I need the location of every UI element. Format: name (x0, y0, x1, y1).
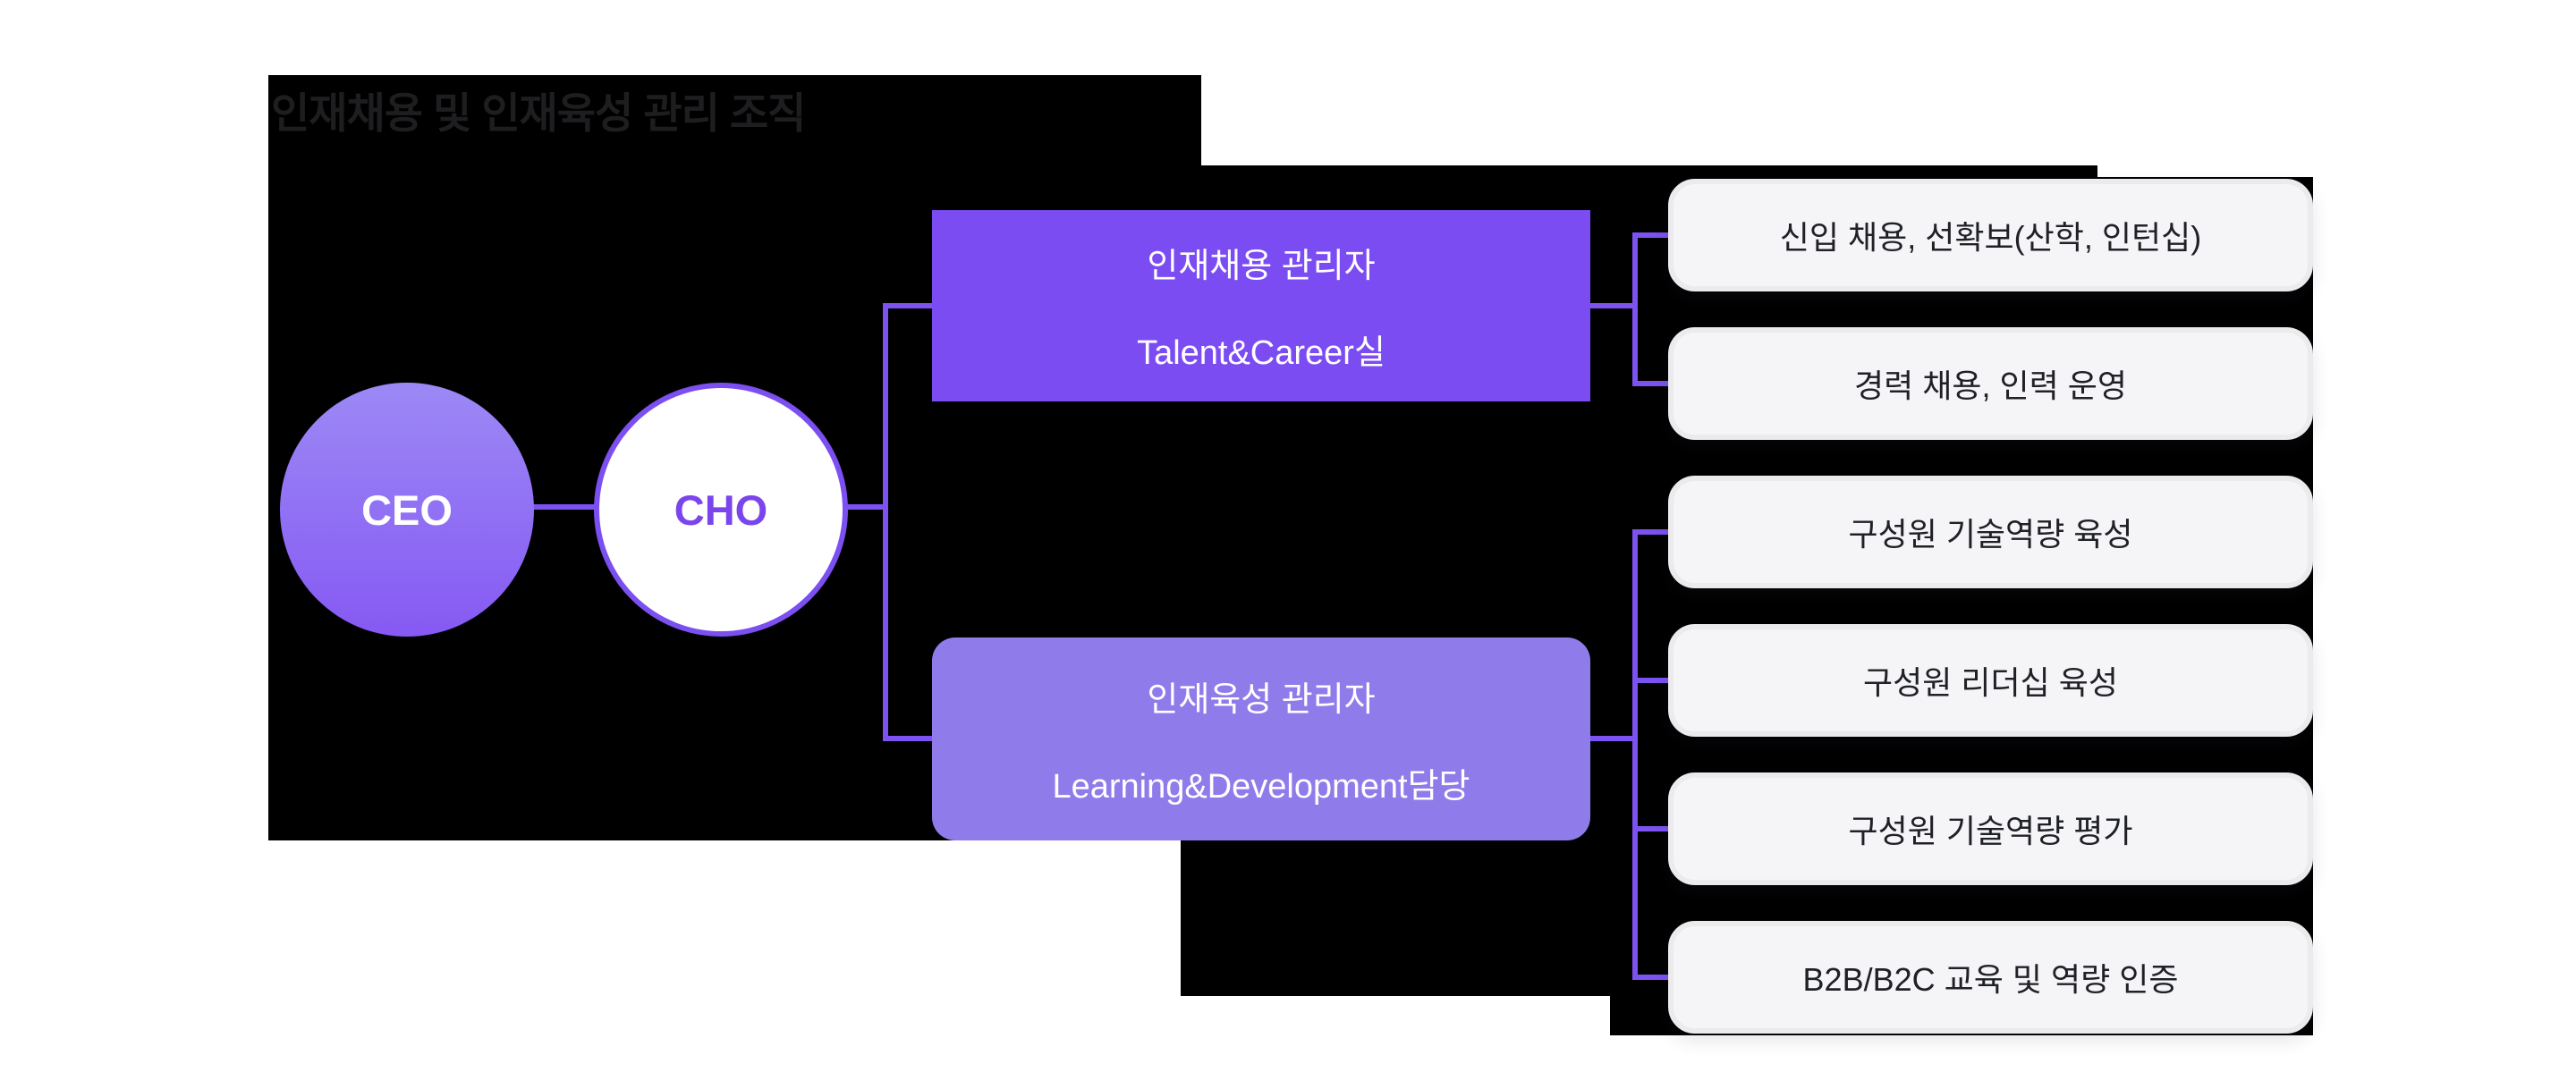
task-box-recruiting-0: 신입 채용, 선확보(산학, 인턴십) (1668, 179, 2313, 291)
task-label: B2B/B2C 교육 및 역량 인증 (1802, 961, 2179, 998)
connector-stub-task-d0 (1632, 529, 1672, 535)
task-box-development-3: B2B/B2C 교육 및 역량 인증 (1668, 921, 2313, 1034)
connector-ceo-cho (532, 504, 599, 510)
task-label: 경력 채용, 인력 운영 (1854, 367, 2127, 404)
connector-cho-trunk (844, 504, 888, 510)
ceo-label: CEO (361, 485, 453, 534)
manager-recruiting-subtitle: Talent&Career실 (1137, 334, 1385, 372)
task-label: 신입 채용, 선확보(산학, 인턴십) (1779, 219, 2202, 256)
cho-node: CHO (594, 383, 848, 637)
manager-development-subtitle: Learning&Development담당 (1052, 767, 1470, 806)
connector-to-recruiting-box (886, 303, 936, 308)
page-title: 인재채용 및 인재육성 관리 조직 (271, 89, 806, 137)
connector-development-out (1586, 736, 1636, 741)
connector-recruiting-branch-vertical (1632, 232, 1638, 386)
task-label: 구성원 기술역량 육성 (1848, 516, 2133, 553)
connector-recruiting-out (1586, 303, 1636, 308)
task-box-development-1: 구성원 리더십 육성 (1668, 624, 2313, 737)
backdrop-panel-tasks (1610, 177, 2313, 1035)
manager-box-recruiting: 인재채용 관리자 Talent&Career실 (932, 210, 1590, 401)
connector-trunk-vertical (883, 303, 888, 741)
task-label: 구성원 기술역량 평가 (1848, 813, 2133, 849)
task-box-development-2: 구성원 기술역량 평가 (1668, 772, 2313, 885)
connector-development-branch-vertical (1632, 529, 1638, 980)
connector-stub-task-d1 (1632, 678, 1672, 683)
connector-stub-task-d2 (1632, 826, 1672, 832)
task-label: 구성원 리더십 육성 (1863, 664, 2118, 701)
connector-stub-task-r0 (1632, 232, 1672, 238)
manager-box-development: 인재육성 관리자 Learning&Development담당 (932, 637, 1590, 840)
task-box-recruiting-1: 경력 채용, 인력 운영 (1668, 327, 2313, 440)
manager-recruiting-title: 인재채용 관리자 (1147, 248, 1376, 285)
task-box-development-0: 구성원 기술역량 육성 (1668, 476, 2313, 588)
connector-stub-task-d3 (1632, 975, 1672, 980)
connector-stub-task-r1 (1632, 381, 1672, 386)
manager-development-title: 인재육성 관리자 (1147, 680, 1376, 719)
ceo-node: CEO (280, 383, 534, 637)
cho-label: CHO (674, 485, 768, 534)
connector-to-development-box (886, 736, 936, 741)
